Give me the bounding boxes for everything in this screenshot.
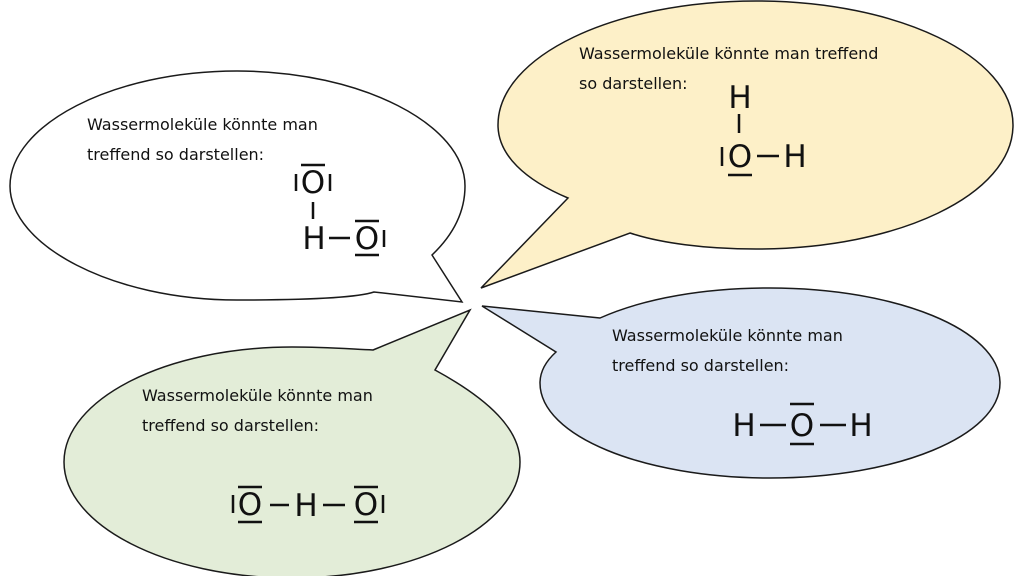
atom-o: O — [728, 139, 752, 175]
caption-line: Wassermoleküle könnte man treffend — [579, 44, 879, 63]
caption-line: treffend so darstellen: — [87, 145, 265, 164]
caption-line: Wassermoleküle könnte man — [87, 115, 318, 134]
atom-o: O — [301, 165, 325, 201]
atom-o: O — [238, 487, 262, 523]
atom-o: O — [790, 408, 814, 444]
atom-h: H — [732, 408, 755, 444]
caption-yellow: Wassermoleküle könnte man treffend so da… — [579, 39, 878, 99]
speech-bubble-blue — [481, 287, 1001, 479]
atom-o: O — [355, 221, 379, 257]
atom-h: H — [294, 488, 317, 524]
formula-white: O H O — [294, 163, 386, 257]
atom-h: H — [728, 80, 751, 116]
caption-white: Wassermoleküle könnte man treffend so da… — [87, 110, 318, 170]
caption-green: Wassermoleküle könnte man treffend so da… — [142, 381, 373, 441]
formula-blue: H O H — [732, 402, 873, 446]
atom-o: O — [354, 487, 378, 523]
caption-blue: Wassermoleküle könnte man treffend so da… — [612, 321, 843, 381]
speech-bubble-green — [63, 308, 521, 576]
atom-h: H — [849, 408, 872, 444]
caption-line: Wassermoleküle könnte man — [142, 386, 373, 405]
formula-green: O H O — [231, 485, 385, 524]
formula-yellow: H O H — [720, 80, 807, 177]
atom-h: H — [302, 221, 325, 257]
caption-line: Wassermoleküle könnte man — [612, 326, 843, 345]
caption-line: so darstellen: — [579, 74, 688, 93]
caption-line: treffend so darstellen: — [142, 416, 320, 435]
caption-line: treffend so darstellen: — [612, 356, 790, 375]
speech-bubble-white — [9, 70, 466, 303]
atom-h: H — [783, 139, 806, 175]
speech-bubble-yellow — [480, 0, 1014, 289]
